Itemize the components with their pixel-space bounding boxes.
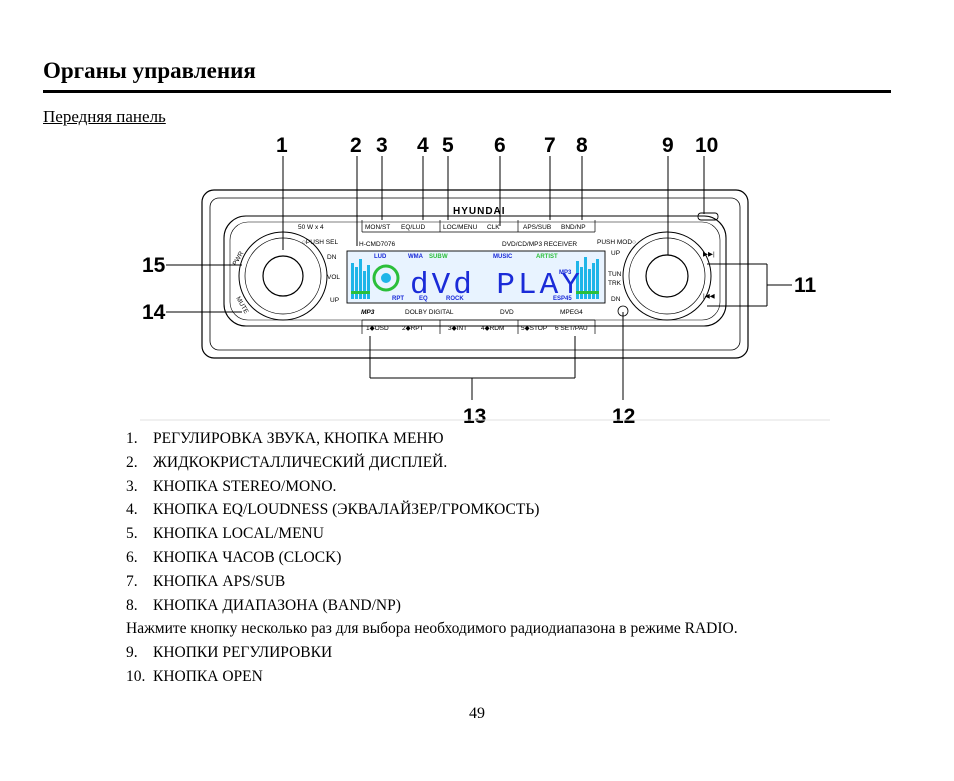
callout-6: 6 [494, 134, 506, 157]
chassis-inner [209, 197, 741, 351]
tun-up-label: UP [611, 250, 620, 257]
pwr-label: PWR [232, 250, 246, 267]
volume-knob [238, 231, 328, 321]
clk-label: CLK [487, 224, 500, 231]
loc-menu-label: LOC/MENU [443, 224, 478, 231]
power-rating: 50 W x 4 [298, 224, 324, 231]
next-track-icon: ▶▶| [703, 251, 715, 258]
list-item: 7.КНОПКА APS/SUB [126, 572, 286, 590]
aps-sub-label: APS/SUB [523, 224, 551, 231]
callout-14: 14 [142, 301, 166, 324]
trk-label: TRK [608, 280, 622, 287]
rpt-button-label: 2◆RPT [402, 325, 424, 332]
open-button [697, 212, 719, 221]
osd-button-label: 1◆OSD [366, 325, 389, 332]
title-rule [43, 90, 891, 93]
callout-15: 15 [142, 254, 166, 277]
callout-12: 12 [612, 405, 635, 428]
int-button-label: 3◆INT [448, 325, 467, 332]
rdm-button-label: 4◆RDM [481, 325, 504, 332]
dolby-logo: DOLBY DIGITAL [405, 309, 454, 316]
list-item: 3.КНОПКА STEREO/MONO. [126, 477, 337, 495]
mpeg4-logo: MPEG4 [560, 309, 583, 316]
callout-13: 13 [463, 405, 486, 428]
eq-lud-label: EQ/LUD [401, 224, 426, 231]
faceplate [223, 215, 727, 327]
lcd-artist: ARTIST [536, 254, 558, 260]
prev-track-icon: |◀◀ [703, 293, 715, 300]
front-panel-svg: 1 2 3 4 5 6 7 8 9 10 11 12 13 14 15 [140, 134, 830, 428]
callout-7: 7 [544, 134, 556, 157]
tune-knob [622, 231, 712, 321]
mon-st-label: MON/ST [365, 224, 390, 231]
lcd-lud: LUD [374, 254, 387, 260]
push-mod-label: PUSH MOD○ [597, 239, 636, 246]
page-title: Органы управления [43, 58, 256, 83]
callout-1: 1 [276, 134, 288, 157]
model-label: H-CMD7076 [359, 241, 396, 248]
bnd-np-label: BND/NP [561, 224, 586, 231]
callout-4: 4 [417, 134, 429, 157]
callout-9: 9 [662, 134, 674, 157]
lcd-sub: SUB [429, 254, 442, 260]
mp3-logo: MP3 [361, 309, 375, 316]
lcd-esp: ESP45 [553, 296, 572, 302]
list-item: 5.КНОПКА LOCAL/MENU [126, 525, 324, 543]
lcd-main-text: dVd PLAY [410, 268, 583, 303]
callout-11: 11 [794, 274, 817, 297]
lcd-music: MUSIC [493, 254, 513, 260]
lcd-rpt: RPT [392, 296, 404, 302]
chassis-outer [201, 189, 749, 359]
vol-up-label: UP [330, 297, 339, 304]
mute-label: MUTE [234, 296, 250, 316]
list-item: 9.КНОПКИ РЕГУЛИРОВКИ [126, 644, 333, 662]
callout-5: 5 [442, 134, 454, 157]
list-item: 4.КНОПКА EQ/LOUDNESS (ЭКВАЛАЙЗЕР/ГРОМКОС… [126, 501, 540, 519]
callout-8: 8 [576, 134, 588, 157]
push-sel-label: ○PUSH SEL [302, 239, 338, 246]
receiver-label: DVD/CD/MP3 RECEIVER [502, 241, 577, 248]
lcd-rock: ROCK [446, 296, 464, 302]
lcd-eq: EQ [419, 296, 428, 302]
controls-list: 1.РЕГУЛИРОВКА ЗВУКА, КНОПКА МЕНЮ 2.ЖИДКО… [126, 427, 738, 689]
brand-logo: HYUNDAI [453, 206, 506, 217]
callout-10: 10 [695, 134, 718, 157]
tun-label: TUN [608, 271, 622, 278]
callout-2: 2 [350, 134, 362, 157]
lcd-mp3: MP3 [559, 270, 572, 276]
callout-3: 3 [376, 134, 388, 157]
dvd-logo: DVD [500, 309, 514, 316]
vol-label: VOL [327, 274, 340, 281]
vol-dn-label: DN [327, 254, 337, 261]
list-item: 2.ЖИДКОКРИСТАЛЛИЧЕСКИЙ ДИСПЛЕЙ. [126, 453, 448, 471]
list-item: 1.РЕГУЛИРОВКА ЗВУКА, КНОПКА МЕНЮ [126, 430, 444, 447]
ir-sensor [617, 305, 629, 317]
page-number: 49 [469, 705, 485, 722]
set-pau-button-label: 6 SET/PAU [555, 325, 588, 332]
list-item: 10.КНОПКА OPEN [126, 667, 263, 685]
disc-icon [372, 264, 400, 292]
front-panel-diagram: 1 2 3 4 5 6 7 8 9 10 11 12 13 14 15 [140, 128, 830, 428]
stop-button-label: 5◆STOP [521, 325, 547, 332]
section-subtitle: Передняя панель [43, 107, 166, 126]
lcd-wma: WMA [408, 254, 424, 260]
list-item: 8.КНОПКА ДИАПАЗОНА (BAND/NP) [126, 596, 401, 614]
lcd-display [346, 250, 606, 304]
list-note: Нажмите кнопку несколько раз для выбора … [126, 620, 738, 638]
tun-dn-label: DN [611, 296, 621, 303]
lcd-w: W [442, 254, 448, 260]
list-item: 6.КНОПКА ЧАСОВ (CLOCK) [126, 548, 342, 566]
